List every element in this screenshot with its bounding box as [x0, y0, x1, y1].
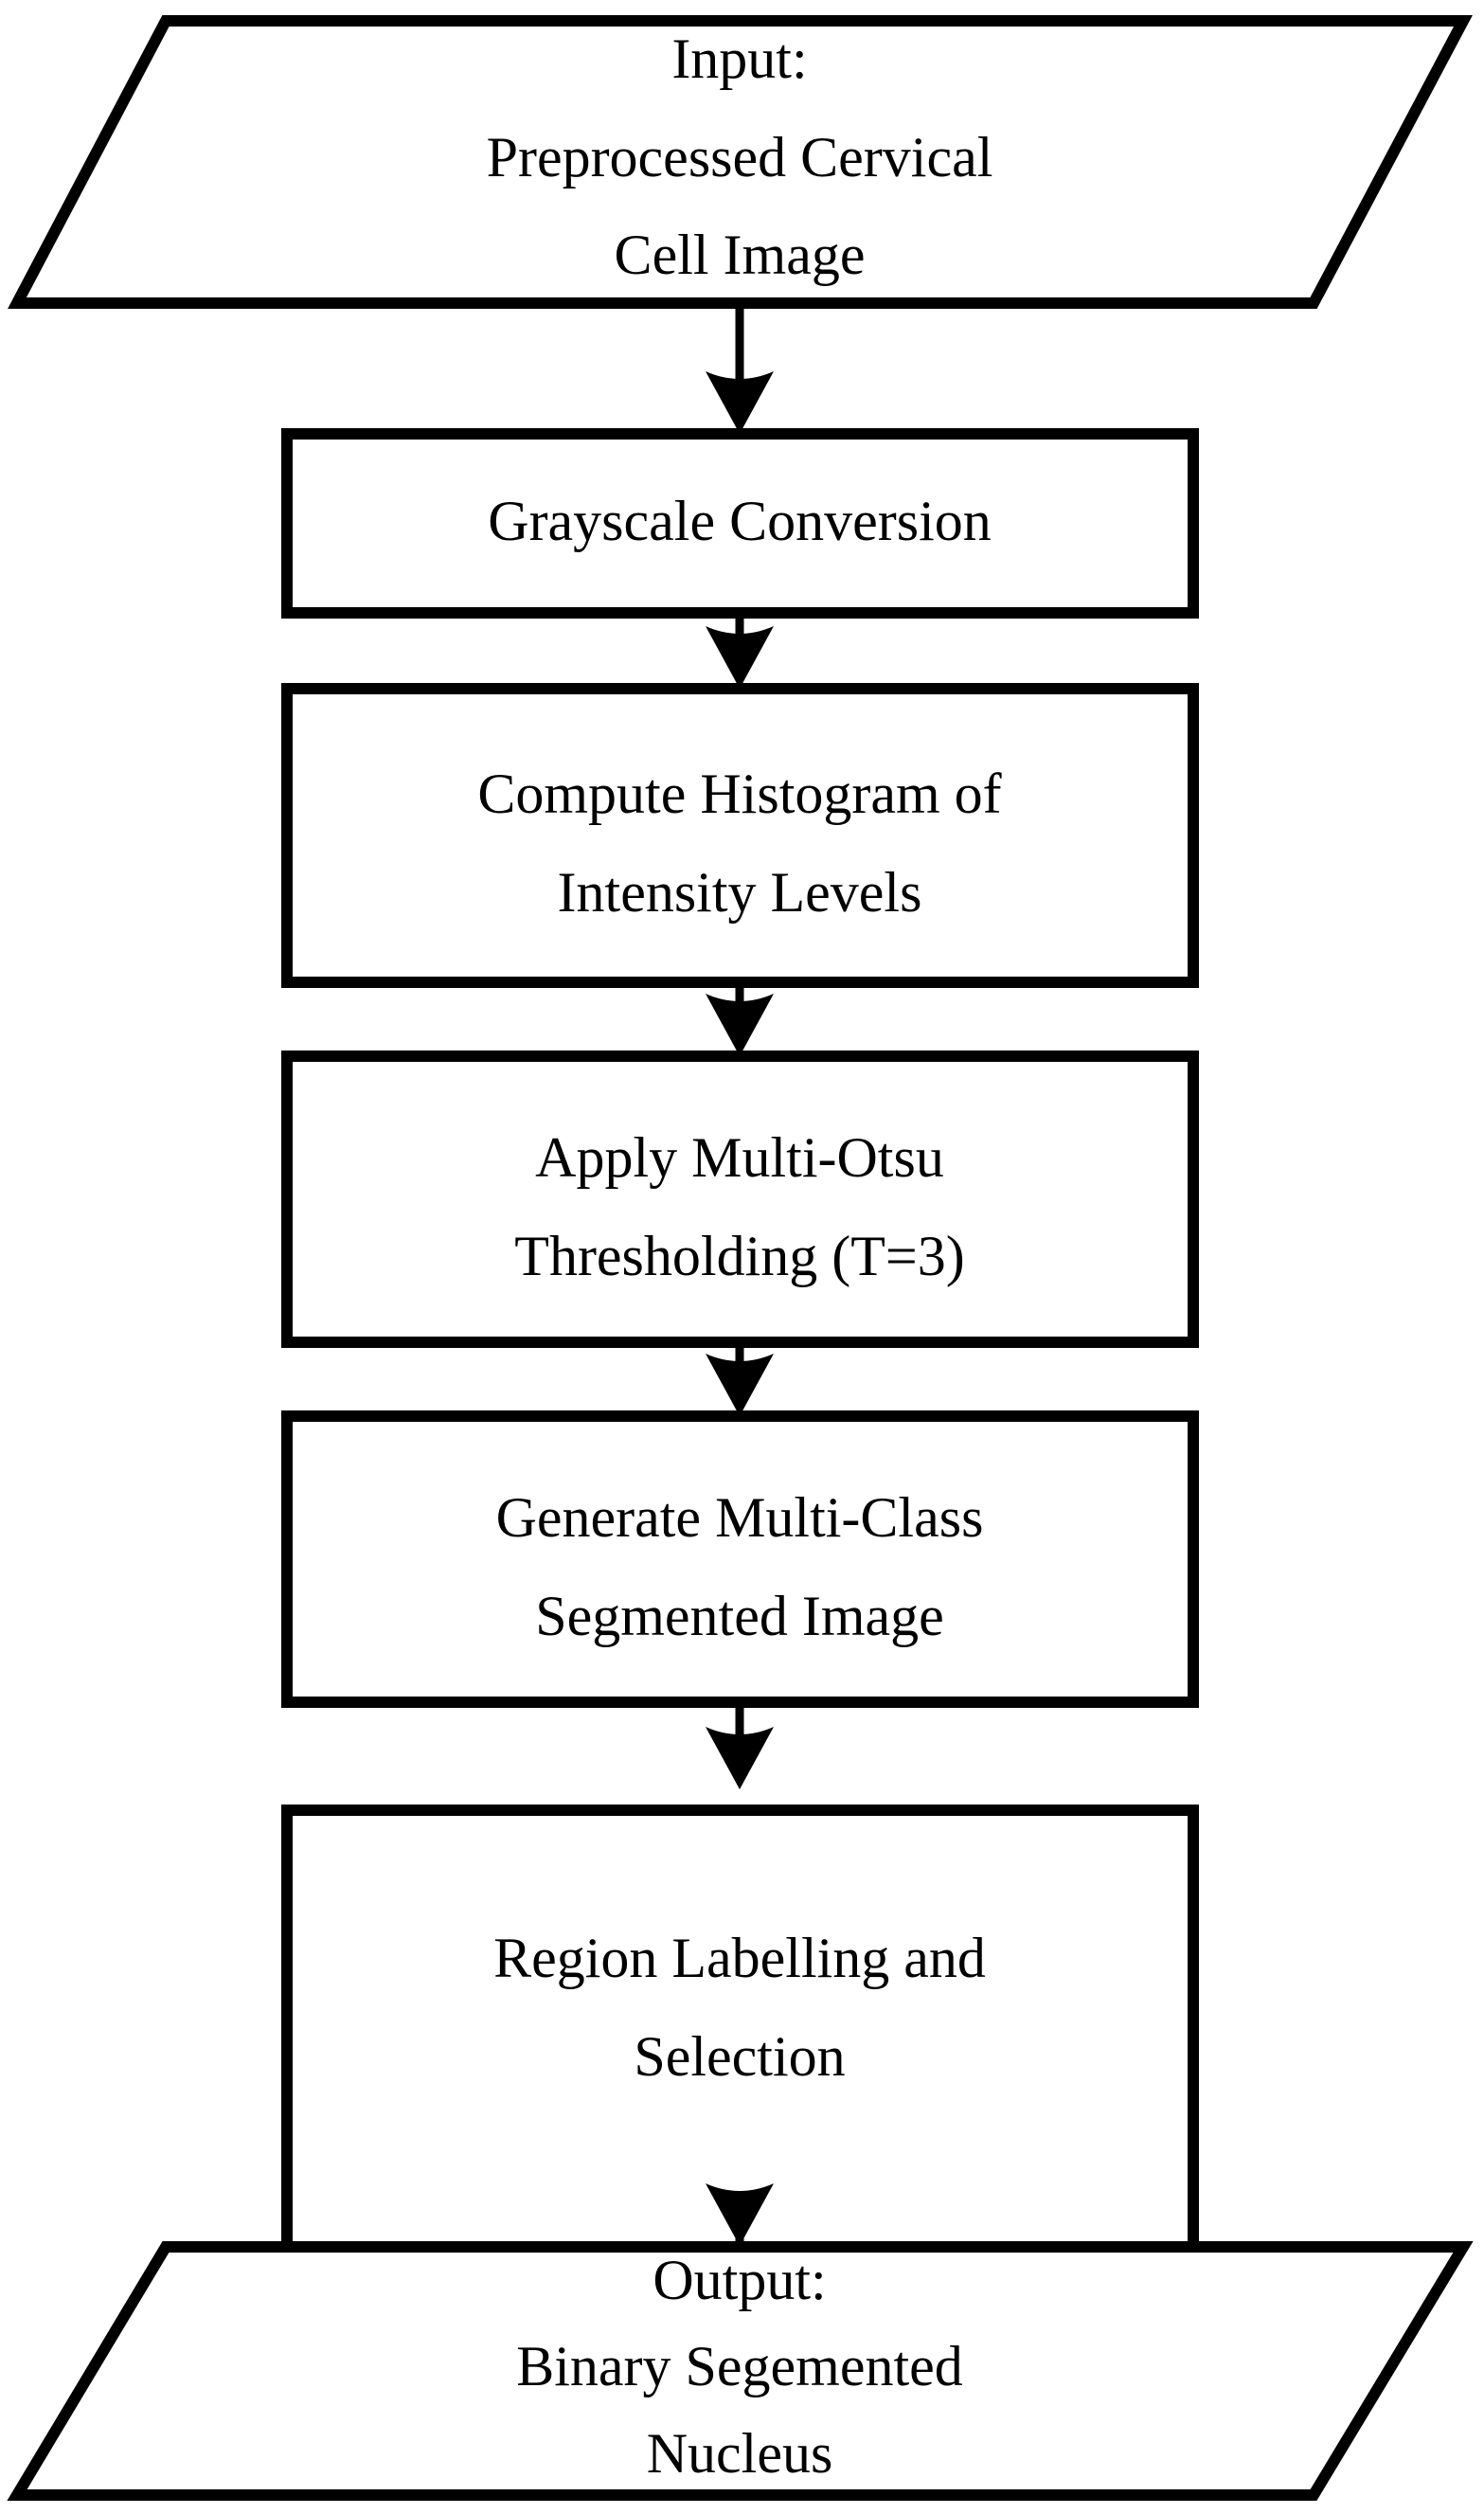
node-labelling-line-1: Region Labelling and [493, 1927, 986, 1989]
node-multiclass[interactable]: Generate Multi-Class Segmented Image [281, 1410, 1199, 1708]
input-parallelogram-shape [8, 15, 1473, 309]
node-grayscale-line-1: Grayscale Conversion [488, 490, 992, 552]
grayscale-rect-shape [281, 428, 1199, 619]
node-otsu-line-1: Apply Multi-Otsu [535, 1126, 944, 1189]
edge-1-arrowhead-icon [706, 371, 774, 434]
edge-histogram-to-otsu [706, 982, 774, 1056]
node-histogram[interactable]: Compute Histogram of Intensity Levels [281, 683, 1199, 988]
labelling-rect-shape [281, 1805, 1199, 2253]
node-grayscale[interactable]: Grayscale Conversion [281, 428, 1199, 619]
edge-otsu-to-multiclass [706, 1342, 774, 1416]
edge-3-arrowhead-icon [706, 994, 774, 1056]
node-output[interactable]: Output: Binary Segemented Nucleus [7, 2241, 1474, 2501]
node-labelling[interactable]: Region Labelling and Selection [281, 1805, 1199, 2253]
edge-input-to-grayscale [706, 303, 774, 434]
otsu-rect-shape [281, 1050, 1199, 1348]
edge-grayscale-to-histogram [706, 613, 774, 689]
node-histogram-line-2: Intensity Levels [558, 861, 922, 924]
node-multiclass-line-1: Generate Multi-Class [496, 1486, 984, 1549]
node-input-line-1: Input: [671, 27, 807, 90]
node-output-line-3: Nucleus [647, 2422, 833, 2485]
node-output-line-2: Binary Segemented [516, 2335, 963, 2397]
edge-5-arrowhead-icon [706, 1727, 774, 1789]
node-multiclass-line-2: Segmented Image [535, 1585, 944, 1647]
output-parallelogram-shape [7, 2241, 1474, 2501]
edge-2-arrowhead-icon [706, 626, 774, 689]
node-input-line-3: Cell Image [615, 224, 866, 286]
node-output-line-1: Output: [653, 2249, 826, 2311]
node-input[interactable]: Input: Preprocessed Cervical Cell Image [8, 15, 1473, 309]
node-histogram-line-1: Compute Histogram of [477, 763, 1001, 825]
edge-4-arrowhead-icon [706, 1354, 774, 1416]
node-input-line-2: Preprocessed Cervical [487, 126, 993, 189]
node-otsu-line-2: Thresholding (T=3) [514, 1225, 964, 1287]
edge-multiclass-to-labelling [706, 1702, 774, 1789]
edge-6-arrowhead-icon [706, 2183, 774, 2246]
node-otsu[interactable]: Apply Multi-Otsu Thresholding (T=3) [281, 1050, 1199, 1348]
multiclass-rect-shape [281, 1410, 1199, 1708]
node-labelling-line-2: Selection [634, 2025, 845, 2088]
histogram-rect-shape [281, 683, 1199, 988]
edge-labelling-to-output [706, 2183, 774, 2247]
